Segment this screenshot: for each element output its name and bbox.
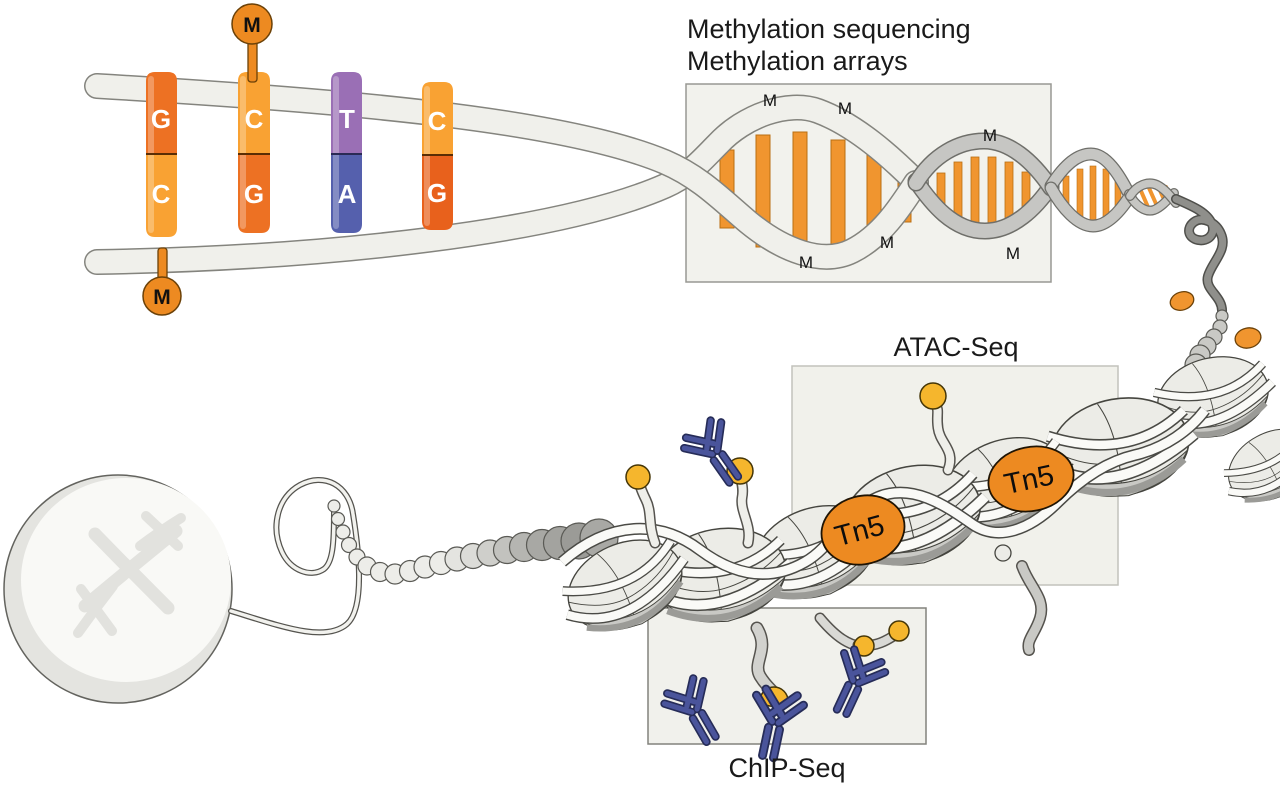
tn5-enzyme-left: Tn5	[820, 494, 906, 566]
histone-tail-below-atac	[1016, 560, 1048, 656]
dna-loop-detail	[994, 544, 1012, 562]
base-letter: C	[152, 179, 171, 209]
m-mark: M	[799, 253, 813, 272]
chromosome-icon	[141, 511, 183, 551]
base-pair-rung-2: C G	[238, 72, 270, 233]
m-mark: M	[838, 99, 852, 118]
base-letter: C	[428, 106, 447, 136]
base-letter: G	[244, 179, 264, 209]
dna-double-helix	[84, 73, 1228, 317]
m-mark: M	[880, 233, 894, 252]
yellow-tip-icon	[888, 620, 910, 642]
base-pair-rung-3: T A	[331, 72, 362, 233]
base-letter: C	[245, 104, 264, 134]
m-mark: M	[983, 126, 997, 145]
yellow-tip-icon	[919, 382, 947, 410]
orange-dot-icon	[1234, 327, 1262, 349]
base-pair-rung-1: G C	[146, 72, 177, 237]
orange-dot-icon	[1169, 291, 1195, 311]
bead-chain-left	[327, 499, 619, 585]
dna-base-pair-rungs: G C C G T A C G	[146, 72, 453, 237]
m-mark: M	[763, 91, 777, 110]
methyl-label: M	[243, 14, 261, 37]
methylation-m-marks: M M M M M M	[763, 91, 1020, 272]
nucleosome-cluster	[549, 344, 1280, 650]
base-letter: G	[151, 104, 171, 134]
yellow-tip-icon	[625, 464, 651, 490]
chromosome-icon	[76, 584, 117, 636]
nucleus	[3, 474, 233, 704]
label-chip-seq: ChIP-Seq	[728, 753, 845, 783]
base-pair-rung-4: C G	[422, 82, 453, 230]
tn5-enzyme-right: Tn5	[987, 445, 1075, 513]
label-atac-seq: ATAC-Seq	[893, 332, 1018, 362]
methyl-group-icon-bottom: M	[142, 247, 182, 316]
chromosome-icon	[88, 527, 175, 615]
base-letter: A	[338, 179, 357, 209]
base-letter: G	[427, 178, 447, 208]
base-letter: T	[339, 104, 355, 134]
free-methyl-dots	[1169, 291, 1262, 349]
methyl-group-icon-top: M	[231, 3, 273, 83]
methyl-label: M	[153, 286, 171, 309]
dna-string-loop	[228, 477, 362, 636]
label-methylation-line2: Methylation arrays	[687, 46, 908, 76]
label-methylation-line1: Methylation sequencing	[687, 14, 971, 44]
m-mark: M	[1006, 244, 1020, 263]
